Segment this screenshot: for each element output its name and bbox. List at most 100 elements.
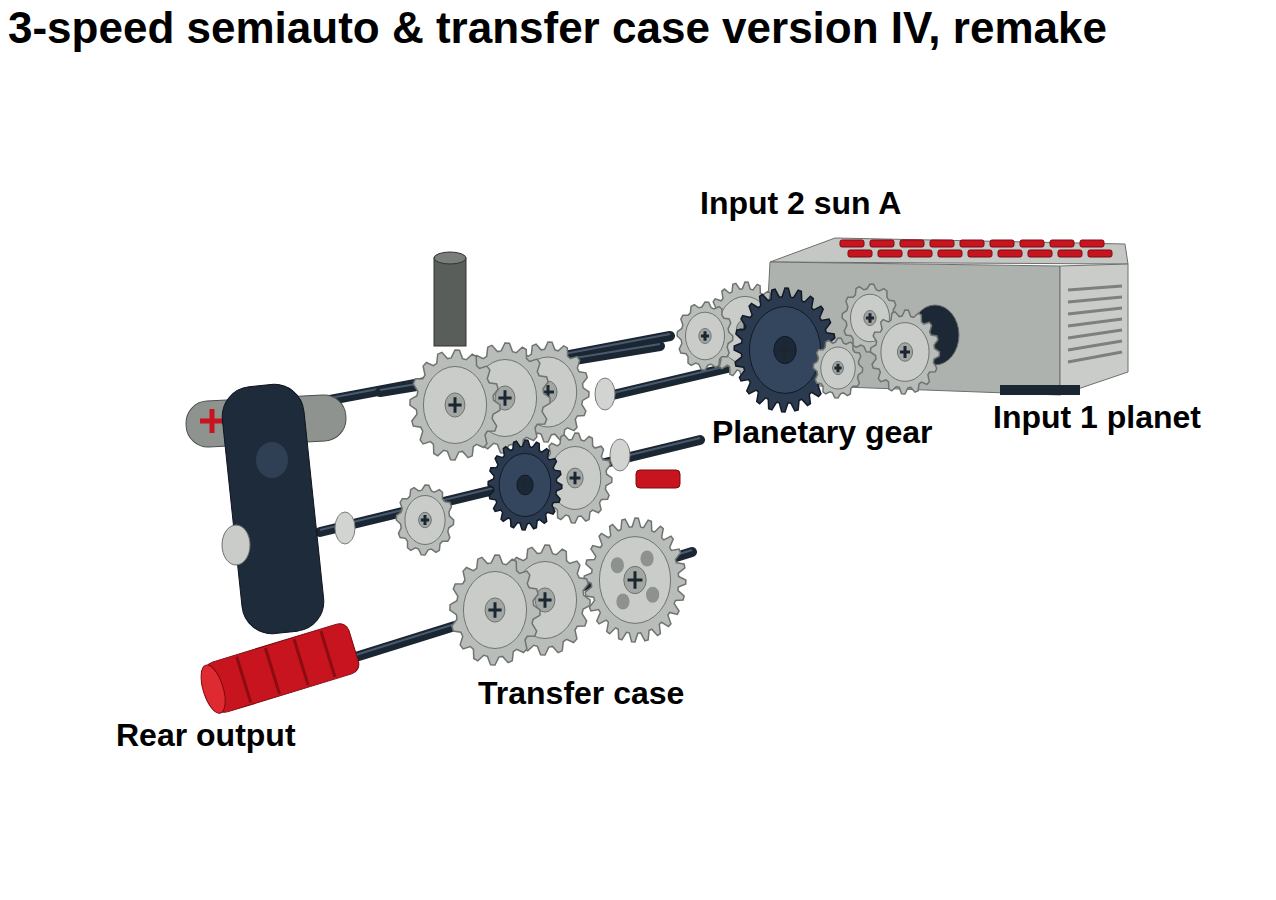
gear-hub: [833, 361, 844, 374]
pin-post-top: [434, 252, 466, 264]
part-label: Rear output: [116, 718, 296, 753]
red-stud: [1058, 250, 1082, 257]
gear-hub: [485, 598, 505, 622]
red-stud: [1080, 240, 1104, 247]
axle-hole: [778, 341, 793, 358]
connector-ridge: [237, 657, 251, 703]
gear-hole: [640, 550, 653, 566]
gear: [871, 310, 940, 394]
connector-ridge: [321, 631, 335, 677]
gear: [584, 518, 686, 642]
red-stud: [848, 250, 872, 257]
axle-hole: [628, 571, 643, 588]
gear-face: [821, 347, 855, 389]
motor-grille: [1068, 341, 1122, 350]
gear-hub: [624, 566, 646, 593]
gear: [677, 302, 733, 370]
axle-hole: [520, 479, 531, 492]
red-stud: [878, 250, 902, 257]
motor-grille: [1068, 352, 1122, 362]
beam-hole: [256, 442, 288, 478]
motor-grille: [1068, 319, 1122, 326]
gear-hub: [445, 393, 465, 417]
motor-base: [1000, 385, 1080, 395]
red-stud: [870, 240, 894, 247]
red-cross-hole: [200, 409, 224, 433]
gear-hub: [567, 468, 583, 488]
gear-teeth: [584, 518, 686, 642]
red-stud: [960, 240, 984, 247]
gear-face: [463, 572, 526, 649]
gear-face: [405, 496, 445, 545]
red-stud: [1050, 240, 1074, 247]
diagram-title: 3-speed semiauto & transfer case version…: [8, 4, 1107, 52]
axle-hole: [538, 592, 551, 607]
red-stud: [930, 240, 954, 247]
red-stud: [1020, 240, 1044, 247]
gear: [450, 555, 540, 665]
gear-face: [423, 367, 486, 444]
gear-face: [499, 454, 551, 517]
motor-grille: [1068, 297, 1122, 302]
part-label: Input 2 sun A: [700, 186, 901, 221]
connector-ridge: [294, 639, 308, 685]
gear-face: [685, 312, 724, 360]
part-label: Transfer case: [478, 676, 684, 711]
gear: [813, 338, 862, 398]
axle-hole: [570, 472, 581, 485]
gear-teeth: [813, 338, 862, 398]
bushing: [595, 378, 615, 410]
motor-grille: [1068, 286, 1122, 290]
gear: [488, 440, 562, 530]
rear-output-connector: [196, 621, 361, 717]
gear-teeth: [450, 555, 540, 665]
connector-ridge: [265, 648, 279, 694]
axle: [320, 440, 700, 532]
gear-face: [881, 323, 929, 382]
part-label: Planetary gear: [712, 415, 933, 450]
bushing: [610, 439, 630, 471]
gear: [410, 350, 500, 460]
axle-highlight: [320, 438, 700, 530]
axle-hole: [866, 313, 874, 323]
axle-hole: [421, 515, 429, 525]
red-stud: [908, 250, 932, 257]
gear-hole: [646, 587, 659, 603]
part-label: Input 1 planet: [993, 400, 1201, 435]
gear-hub: [699, 329, 711, 344]
axle-hole: [498, 390, 511, 405]
gear-teeth: [396, 485, 453, 555]
gear-teeth: [488, 440, 562, 530]
gear-teeth: [677, 302, 733, 370]
dark-beam: [219, 381, 326, 636]
axle-hole: [834, 364, 841, 372]
red-stud: [1028, 250, 1052, 257]
motor-side: [1060, 264, 1128, 395]
connector-end: [196, 662, 230, 716]
axle-hole: [900, 346, 910, 358]
red-stud: [900, 240, 924, 247]
red-stud: [1088, 250, 1112, 257]
motor-top: [770, 238, 1128, 264]
gear-hub: [864, 311, 876, 326]
axle-hole: [701, 331, 709, 341]
gear-face: [599, 537, 670, 624]
red-stud: [968, 250, 992, 257]
gear-hole: [611, 557, 624, 573]
gear-teeth: [871, 310, 940, 394]
gear-teeth: [410, 350, 500, 460]
gear-hub: [419, 512, 432, 527]
red-stud: [840, 240, 864, 247]
axle-hole: [448, 397, 461, 412]
pin-post: [434, 258, 466, 346]
connector-body: [203, 621, 362, 715]
gear: [396, 485, 453, 555]
motor-grille: [1068, 308, 1122, 314]
pin-head: [222, 525, 250, 565]
motor-grille: [1068, 330, 1122, 338]
gear-hole: [616, 593, 629, 609]
gear-hub: [774, 336, 796, 363]
red-stud: [998, 250, 1022, 257]
